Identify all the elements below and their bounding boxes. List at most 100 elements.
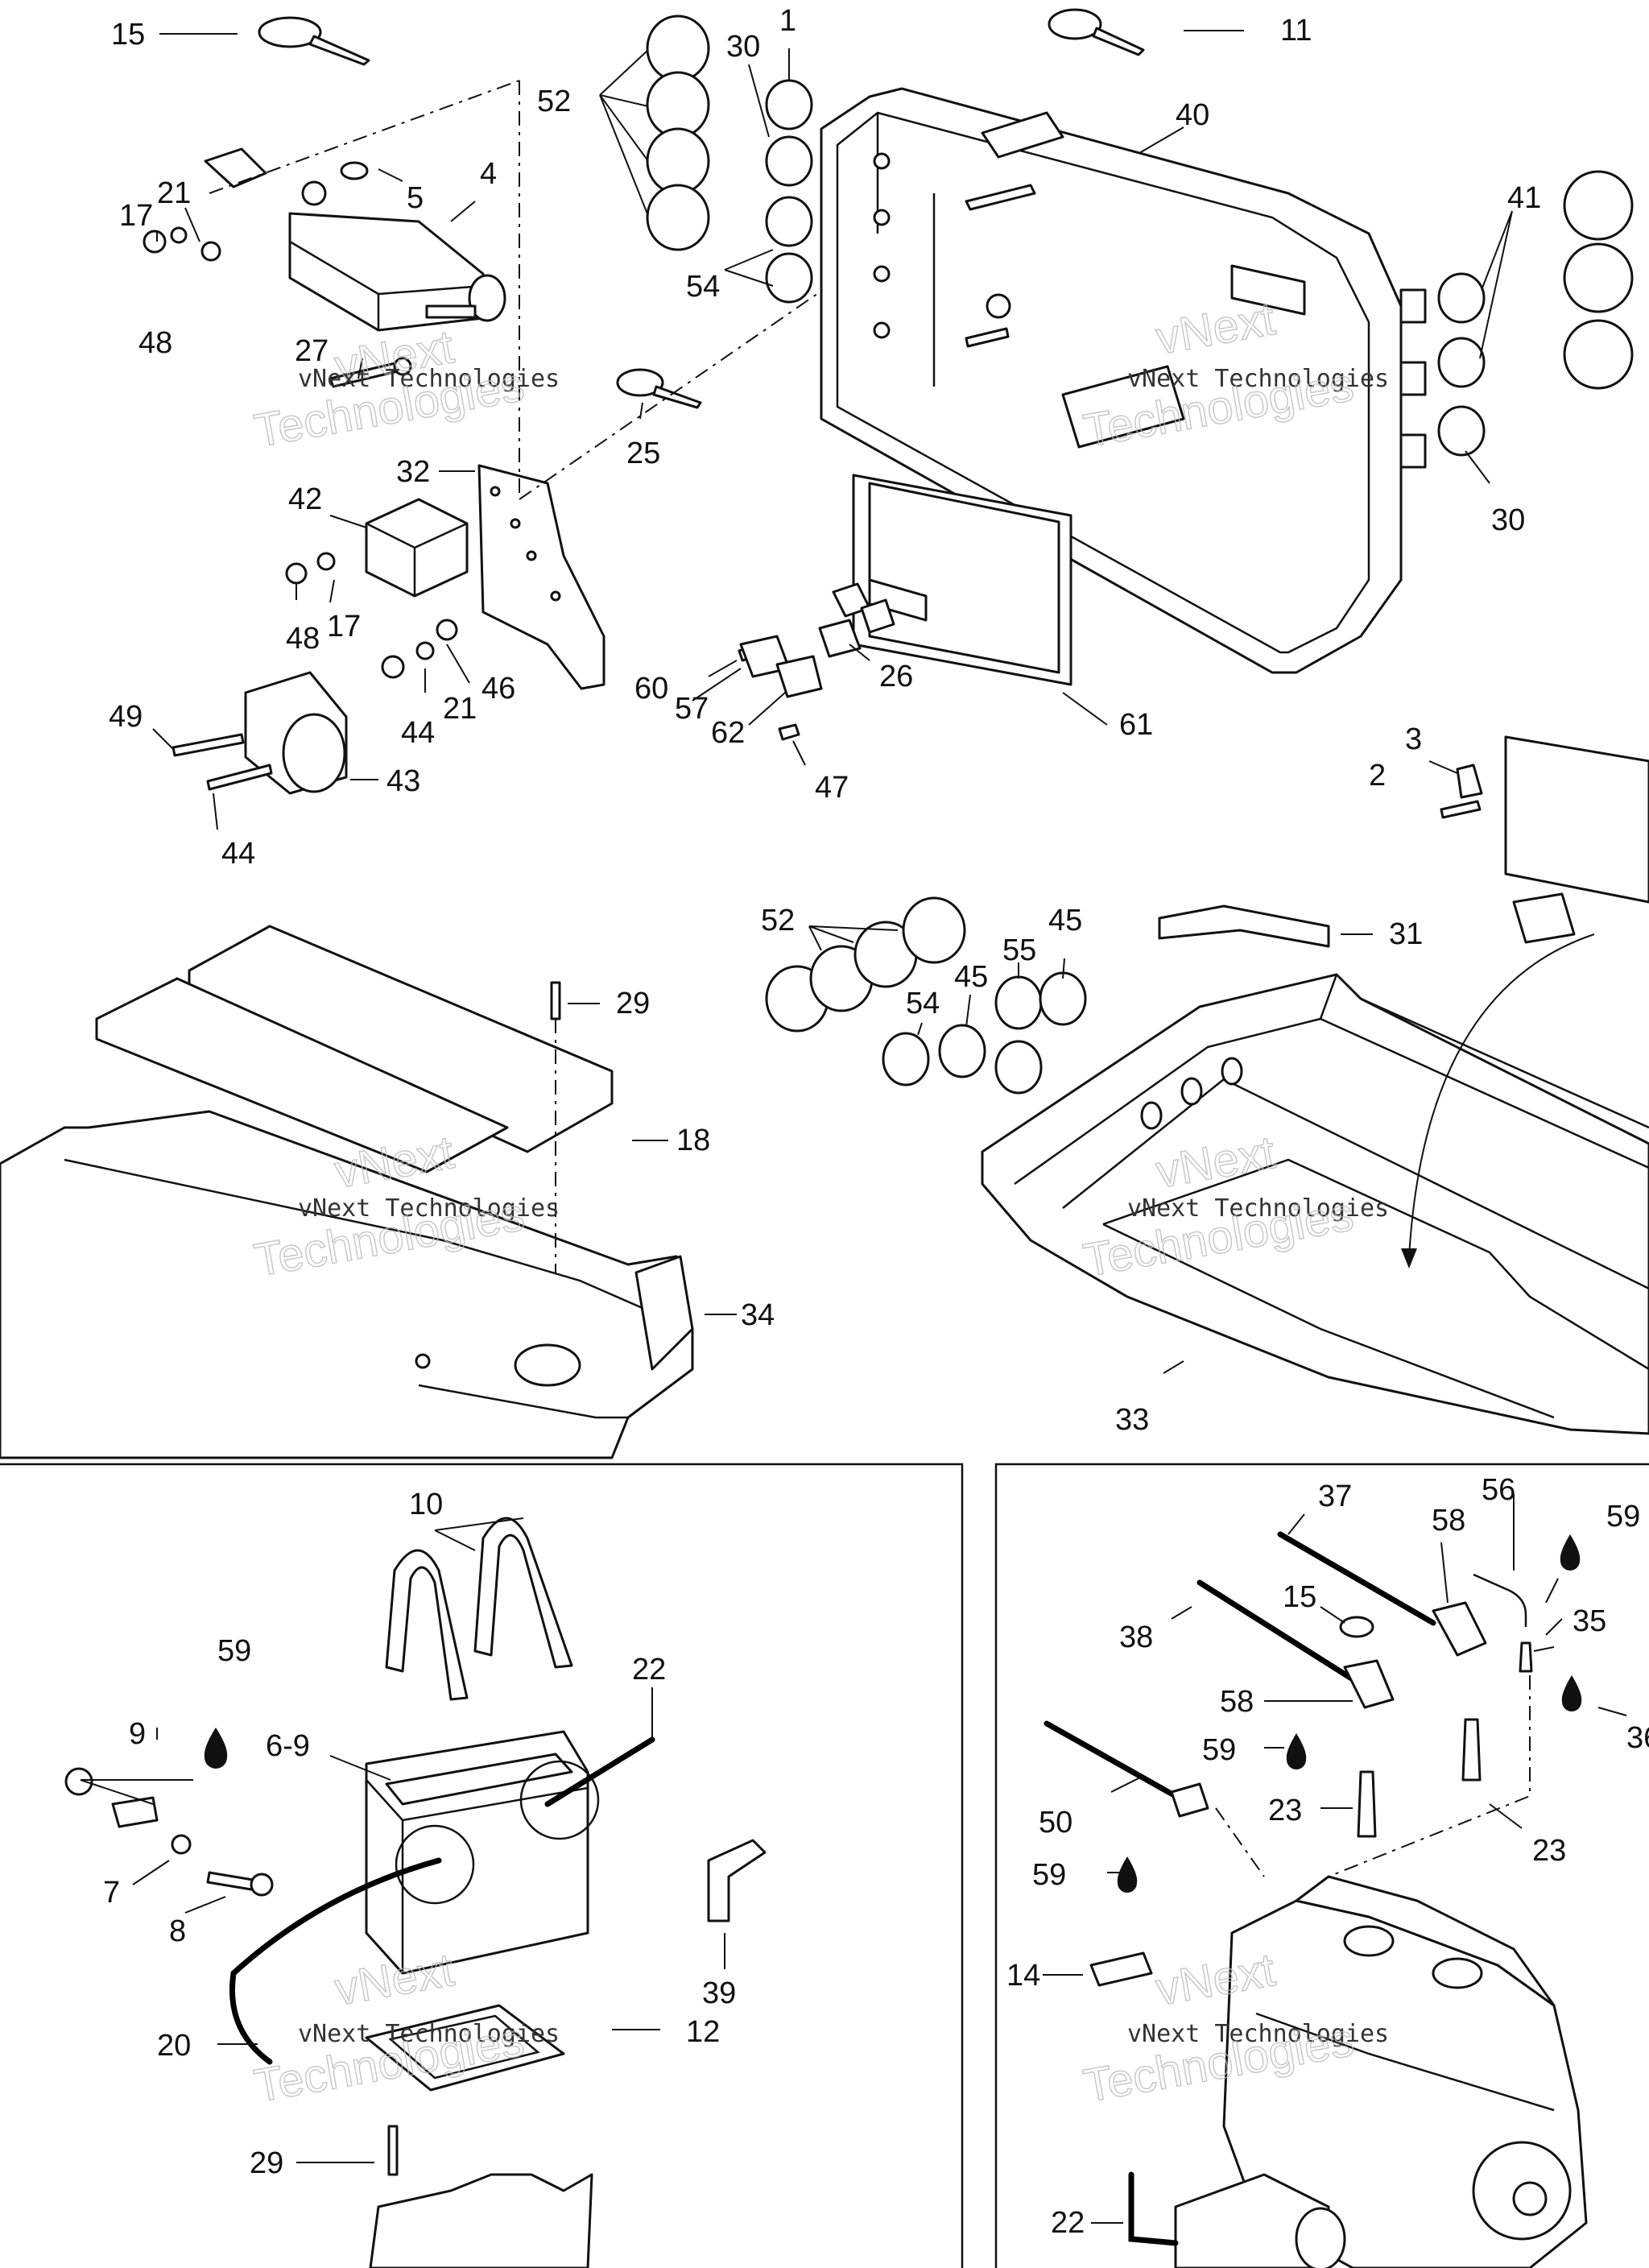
battery-cable-20 — [229, 1857, 442, 2065]
callout-label: 61 — [1119, 708, 1153, 742]
callout-label: 26 — [879, 660, 913, 693]
callout-label: 40 — [1176, 98, 1209, 132]
callout-label: 15 — [1283, 1580, 1316, 1614]
callout-label: 34 — [741, 1298, 775, 1332]
pad-18 — [95, 925, 614, 1173]
insert-31 — [1158, 904, 1330, 948]
relays-and-fuses — [738, 582, 895, 741]
callout-label: 42 — [288, 482, 322, 516]
callout-label: 47 — [815, 771, 849, 805]
leader-lines — [80, 30, 1627, 2224]
callout-label: 22 — [632, 1653, 666, 1687]
cable-tie-11 — [1048, 8, 1145, 56]
tray-12 — [365, 2004, 565, 2092]
watermark-line1: vNext Technologies — [1127, 1194, 1389, 1223]
callout-label: 6-9 — [266, 1729, 310, 1763]
callout-label: 55 — [1002, 933, 1036, 967]
cable-nuts-52b — [765, 896, 966, 1033]
callout-label: 11 — [1280, 14, 1312, 48]
callout-label: 10 — [409, 1488, 443, 1521]
grommets-41 — [1437, 170, 1634, 457]
callout-label: 50 — [1039, 1806, 1072, 1840]
relay-42 — [285, 498, 469, 598]
battery-hardware — [64, 1767, 274, 1897]
callout-label: 54 — [906, 987, 940, 1020]
callout-label: 12 — [686, 2015, 720, 2049]
callout-label: 59 — [1606, 1500, 1640, 1533]
starter-motor — [1174, 2173, 1346, 2268]
rivet-29a — [550, 981, 561, 1273]
connector-14 — [1089, 1951, 1153, 1987]
callout-label: 44 — [401, 716, 435, 750]
callout-label: 49 — [109, 700, 143, 734]
connector-block — [204, 147, 267, 188]
callout-label: 60 — [634, 672, 668, 706]
callout-label: 59 — [1032, 1858, 1066, 1892]
watermark-line1: vNext Technologies — [298, 1194, 560, 1223]
callout-label: 30 — [1491, 503, 1525, 537]
assembly-line-a — [209, 80, 870, 500]
watermark-line1: vNext Technologies — [1127, 365, 1389, 393]
wire-50 — [1044, 1720, 1179, 1799]
callout-label: 33 — [1115, 1403, 1149, 1437]
cable-tie-25 — [616, 368, 702, 409]
callout-label: 59 — [1202, 1733, 1236, 1767]
ht-wire-38 — [1196, 1579, 1356, 1682]
battery-cable-22a — [544, 1736, 655, 1807]
callout-label: 2 — [1369, 759, 1386, 793]
arrow-head — [1401, 1248, 1417, 1269]
callout-label: 27 — [295, 334, 329, 368]
callout-label: 37 — [1318, 1480, 1352, 1513]
callout-label: 32 — [396, 455, 430, 489]
callout-label: 35 — [1573, 1604, 1606, 1638]
callout-label: 4 — [480, 157, 497, 191]
solenoid-4 — [288, 161, 506, 332]
callout-label: 14 — [1006, 1959, 1040, 1993]
callout-label: 30 — [726, 30, 760, 64]
engine-block — [1222, 1875, 1588, 2268]
starter-solenoid-43 — [172, 619, 458, 795]
screw-27 — [329, 357, 412, 388]
board-3 — [1440, 735, 1649, 944]
callout-label: 18 — [676, 1124, 710, 1157]
cable-tie-15 — [258, 16, 370, 66]
cable-tie-15b — [1339, 1616, 1374, 1638]
grommets-45-55 — [882, 971, 1087, 1095]
callout-label: 39 — [702, 1976, 736, 2010]
spark-plugs-23 — [1357, 1718, 1482, 1838]
panel-frames — [0, 1463, 1649, 2268]
callout-label: 44 — [221, 837, 255, 871]
callout-label: 17 — [119, 199, 153, 233]
cable-nuts-52 — [646, 14, 710, 251]
callout-label: 38 — [1119, 1620, 1153, 1654]
callout-label: 29 — [616, 987, 650, 1020]
fuse-panel-61 — [852, 474, 1072, 686]
tray-34 — [0, 1110, 694, 1459]
callout-label: 23 — [1268, 1794, 1302, 1827]
callout-label: 20 — [157, 2029, 191, 2063]
callout-label: 45 — [954, 960, 988, 994]
callout-label: 31 — [1389, 917, 1423, 951]
battery-6-9 — [365, 1730, 600, 1975]
callout-label: 57 — [675, 692, 709, 726]
callout-label: 1 — [779, 4, 796, 38]
callout-label: 5 — [407, 181, 424, 215]
plug-caps-58 — [1170, 1601, 1487, 1818]
callout-label: 62 — [711, 716, 745, 750]
callout-label: 7 — [103, 1876, 120, 1910]
oil-drop-icon — [204, 1534, 1582, 1893]
callout-label: 54 — [686, 270, 720, 304]
callout-label: 9 — [129, 1717, 146, 1751]
callout-label: 21 — [443, 692, 477, 726]
watermark-line1: vNext Technologies — [298, 2020, 560, 2048]
callout-labels: 15 1 30 11 52 40 21 5 4 17 41 48 54 27 2… — [103, 4, 1649, 2240]
callout-label: 59 — [217, 1634, 251, 1668]
callout-label: 48 — [286, 622, 320, 656]
callout-label: 58 — [1432, 1504, 1465, 1538]
callout-label: 21 — [157, 176, 191, 210]
arrow-to-base — [1408, 933, 1595, 1257]
callout-label: 8 — [169, 1914, 186, 1948]
callout-label: 25 — [626, 437, 660, 470]
callout-label: 23 — [1532, 1834, 1566, 1868]
